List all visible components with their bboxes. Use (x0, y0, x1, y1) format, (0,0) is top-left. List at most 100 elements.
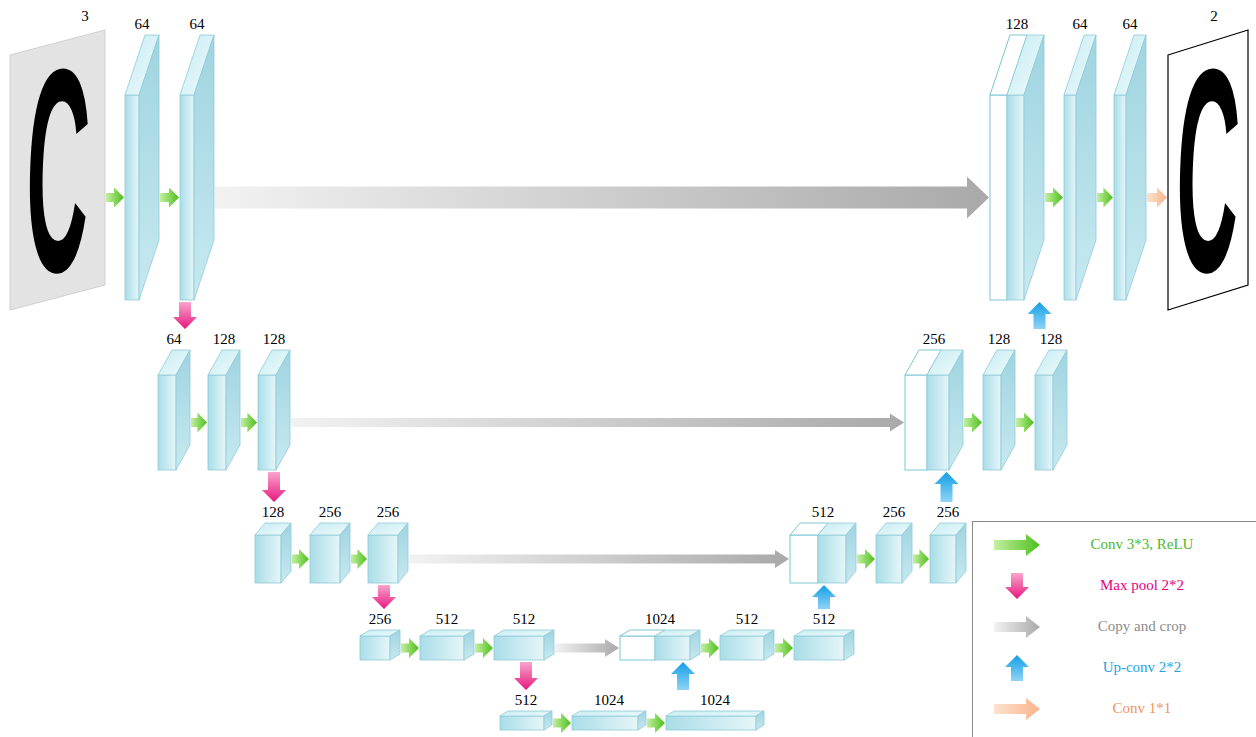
conv-arrow (292, 549, 309, 569)
channel-count: 256 (937, 504, 960, 521)
channel-count: 256 (883, 504, 906, 521)
channel-count: 512 (736, 611, 759, 628)
side-face (276, 350, 290, 470)
front-face (927, 375, 949, 470)
image-letter: C (22, 54, 92, 286)
channel-count: 64 (1123, 16, 1138, 33)
side-face (902, 523, 912, 583)
channel-count: 64 (1073, 16, 1088, 33)
copy-arrow (291, 414, 904, 432)
front-face (1064, 95, 1076, 300)
shape (1035, 350, 1067, 470)
conv-arrow (553, 713, 571, 733)
channel-count: 512 (436, 611, 459, 628)
front-face (655, 636, 690, 660)
channel-count: 64 (135, 16, 150, 33)
upconv-arrow (1028, 302, 1052, 329)
side-face (281, 523, 291, 583)
copy-arrow (555, 639, 619, 657)
channel-count: 256 (377, 504, 400, 521)
conv-arrow (1097, 188, 1113, 208)
feature-map: 512 (790, 535, 846, 583)
channel-count: 1024 (594, 692, 624, 709)
front-face (1035, 375, 1053, 470)
shape (720, 630, 774, 660)
channel-count: 512 (813, 611, 836, 628)
side-face (390, 630, 400, 660)
upconv-arrow (812, 585, 836, 609)
feature-map: 256 (930, 535, 956, 583)
conv-arrow (775, 638, 793, 658)
front-face (208, 375, 226, 470)
channel-count: 512 (515, 692, 538, 709)
upconv-arrow (935, 472, 959, 502)
copied-face (905, 375, 927, 470)
feature-map: 64 (180, 95, 194, 300)
shape (930, 523, 966, 583)
conv-arrow (106, 188, 124, 208)
front-face (125, 95, 139, 300)
side-face (544, 711, 552, 730)
feature-map: 512 (494, 636, 544, 660)
conv1-arrow-icon (994, 698, 1040, 720)
image-plane (10, 30, 105, 310)
front-face (666, 716, 756, 730)
side-face (756, 711, 764, 730)
pool-arrow (173, 302, 197, 329)
conv-arrow (475, 638, 493, 658)
upconv-arrow-icon (1005, 655, 1029, 681)
front-face (255, 535, 281, 583)
feature-map: 128 (990, 95, 1024, 300)
channel-count: 1024 (700, 692, 730, 709)
front-face (1007, 95, 1024, 300)
legend-text: Conv 1*1 (1113, 700, 1172, 717)
shape (158, 350, 190, 470)
channel-count: 128 (1040, 331, 1063, 348)
pool-arrow-icon (1005, 573, 1029, 599)
shape (794, 630, 854, 660)
front-face (794, 636, 844, 660)
channel-count: 128 (213, 331, 236, 348)
channel-count: 128 (263, 331, 286, 348)
shape (255, 523, 291, 583)
shape (620, 630, 700, 660)
shape (1064, 35, 1096, 300)
side-face (844, 630, 854, 660)
side-face (949, 350, 963, 470)
conv-arrow (241, 413, 257, 433)
channel-count: 128 (1006, 16, 1029, 33)
image-letter: C (1173, 54, 1243, 286)
image-panel: 2C (1168, 30, 1248, 310)
image-plane (1168, 30, 1248, 310)
front-face (360, 636, 390, 660)
conv-arrow (401, 638, 419, 658)
feature-map: 256 (368, 535, 398, 583)
side-face (764, 630, 774, 660)
legend-text: Max pool 2*2 (1100, 577, 1184, 594)
front-face (572, 716, 638, 730)
feature-map: 256 (310, 535, 340, 583)
side-face (464, 630, 474, 660)
front-face (310, 535, 340, 583)
image-panel: 3C (10, 30, 105, 310)
shape (258, 350, 290, 470)
side-face (1053, 350, 1067, 470)
shape (876, 523, 912, 583)
feature-map: 128 (208, 375, 226, 470)
feature-map: 128 (983, 375, 1001, 470)
side-face (638, 711, 646, 730)
feature-map: 256 (876, 535, 902, 583)
feature-map: 512 (720, 636, 764, 660)
front-face (368, 535, 398, 583)
front-face (494, 636, 544, 660)
shape (180, 35, 214, 300)
top-face (572, 711, 646, 716)
pool-arrow (262, 472, 286, 502)
pool-arrow (514, 662, 538, 690)
side-face (194, 35, 214, 300)
shape (310, 523, 350, 583)
conv-arrow (701, 638, 719, 658)
channel-count: 256 (923, 331, 946, 348)
feature-map: 1024 (666, 716, 756, 730)
